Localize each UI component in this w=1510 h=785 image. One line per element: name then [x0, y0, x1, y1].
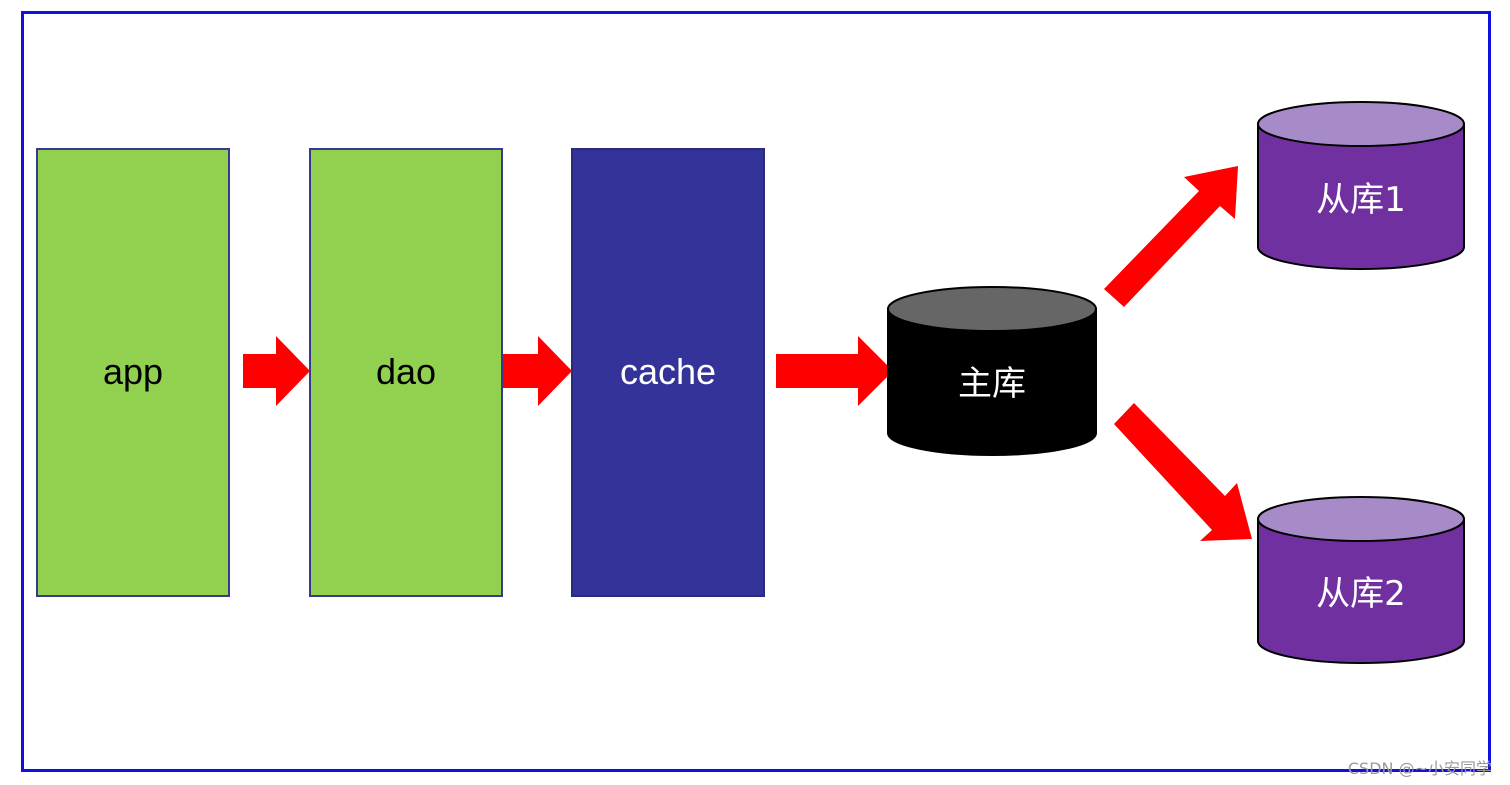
- app-node: app: [36, 148, 230, 597]
- arrow-cache-to-master: [776, 336, 893, 406]
- dao-label: dao: [375, 350, 437, 392]
- arrow-master-to-slave2: [1114, 403, 1252, 541]
- arrow-app-to-dao: [243, 336, 310, 406]
- master-db-label: 主库: [958, 364, 1026, 404]
- arrow-dao-to-cache: [503, 336, 572, 406]
- slave1-db-node: 从库1: [1257, 101, 1465, 270]
- watermark: CSDN @~小安同学: [1347, 759, 1492, 778]
- slave2-db-node: 从库2: [1257, 496, 1465, 664]
- slave2-db-label: 从库2: [1316, 574, 1406, 614]
- cache-node: cache: [571, 148, 765, 597]
- cache-label: cache: [619, 350, 717, 392]
- slave1-db-label: 从库1: [1316, 180, 1406, 220]
- dao-node: dao: [309, 148, 503, 597]
- arrow-master-to-slave1: [1104, 166, 1238, 307]
- app-label: app: [102, 350, 164, 392]
- master-db-node: 主库: [887, 286, 1097, 456]
